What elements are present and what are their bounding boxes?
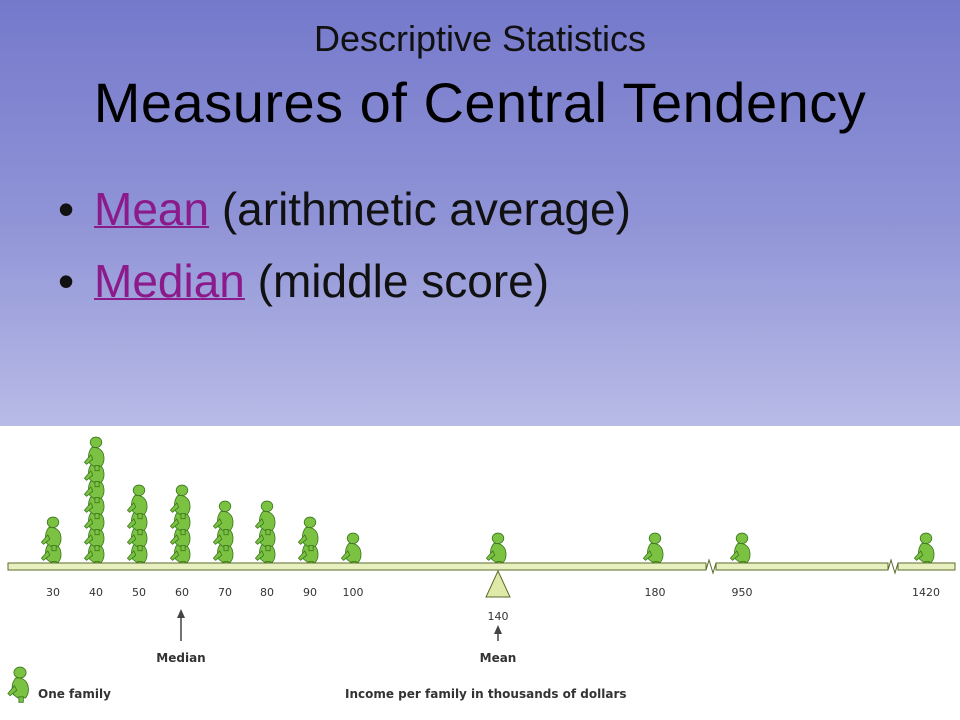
tick-label: 100 [343,586,364,599]
tick-label: 140 [488,610,509,623]
family-icon [729,532,751,568]
tick-label: 180 [645,586,666,599]
tick-label: 50 [132,586,146,599]
mean-label: Mean [480,651,517,665]
tick-label: 40 [89,586,103,599]
figure-canvas: 30 40 50 60 70 80 90 100 140 180 950 1420 Median Me… [7,436,956,703]
family-icon [485,532,507,568]
family-icon [126,484,148,520]
bullet-dot-icon: • [58,183,75,235]
families-layer [40,436,935,568]
slide-subtitle: Descriptive Statistics [313,18,647,59]
mean-arrow-head-icon [494,625,502,634]
bullet-list: • Mean (arithmetic average) • Median (midd… [58,180,631,324]
tick-label: 70 [218,586,232,599]
bullet-item-median: • Median (middle score) [58,252,631,324]
bullet-item-mean: • Mean (arithmetic average) [58,180,631,252]
bullet-dot-icon: • [58,255,75,307]
balance-beam-layer [7,558,956,598]
axis-break-icon [705,558,717,575]
family-icon [212,500,234,536]
balance-beam-segment [715,562,889,571]
family-icon [642,532,664,568]
family-icon [169,484,191,520]
legend-label: One family [38,687,111,701]
tick-label: 950 [732,586,753,599]
family-icon [83,436,105,472]
family-icon [40,516,62,552]
median-label: Median [156,651,205,665]
median-arrow-head-icon [177,609,185,618]
family-icon [340,532,362,568]
median-link[interactable]: Median [94,255,245,307]
tick-label: 80 [260,586,274,599]
fulcrum-icon [485,569,511,598]
slide-title: Measures of Central Tendency [93,71,867,134]
tick-label: 1420 [912,586,940,599]
balance-beam-segment [7,562,707,571]
tick-label: 30 [46,586,60,599]
bullet-text: (middle score) [244,255,550,307]
tick-labels-layer: 30 40 50 60 70 80 90 100 140 180 950 1420 [46,586,940,623]
bullet-text: (arithmetic average) [209,183,631,235]
balance-beam-segment [897,562,956,571]
tick-label: 90 [303,586,317,599]
family-icon [913,532,935,568]
family-icon [297,516,319,552]
family-icon [254,500,276,536]
mean-link[interactable]: Mean [94,183,210,235]
income-balance-figure: 30 40 50 60 70 80 90 100 140 180 950 1420 Median Me… [0,426,960,720]
legend-family-icon [7,666,29,703]
axis-break-icon [887,558,899,575]
tick-label: 60 [175,586,189,599]
axis-caption: Income per family in thousands of dollar… [345,687,627,701]
